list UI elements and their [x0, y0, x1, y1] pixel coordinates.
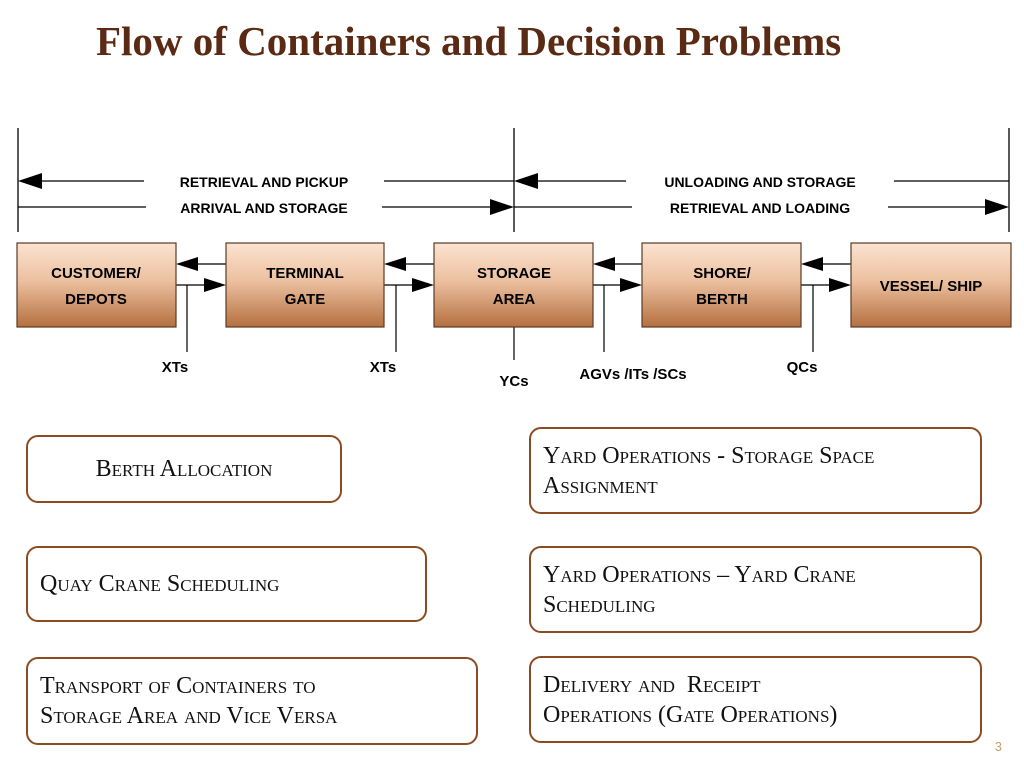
- slide-title: Flow of Containers and Decision Problems: [96, 18, 842, 64]
- node-gate-line1: TERMINAL: [266, 265, 344, 282]
- problem-yard-space-line1: Yard Operations - Storage Space: [543, 442, 875, 469]
- page-number: 3: [994, 739, 1002, 754]
- problem-yard-space-line2: Assignment: [543, 472, 658, 499]
- span-label-unloading-storage: UNLOADING AND STORAGE: [664, 174, 855, 190]
- equipment-label-agvs: AGVs /ITs /SCs: [579, 366, 686, 383]
- problem-yard-storage-space: Yard Operations - Storage Space Assignme…: [529, 427, 982, 514]
- span-label-retrieval-loading: RETRIEVAL AND LOADING: [670, 200, 850, 216]
- problem-yard-crane-line1: Yard Operations – Yard Crane: [543, 561, 856, 588]
- problem-berth-allocation: Berth Allocation: [26, 435, 342, 503]
- span-boundaries: [17, 128, 1010, 232]
- node-shore-line2: BERTH: [696, 291, 748, 308]
- arrow-retrieval-loading-head: [985, 199, 1009, 215]
- equipment-label-qcs: QCs: [787, 359, 818, 376]
- arrow-retrieval-pickup-head: [18, 173, 42, 189]
- equipment-label-xts-storage: XTs: [370, 359, 396, 376]
- problem-delivery-line1: Delivery and Receipt: [543, 671, 761, 698]
- equipment-label-ycs: YCs: [499, 373, 528, 390]
- node-shore-berth: SHORE/ BERTH: [641, 242, 802, 328]
- problem-delivery-line2: Operations (Gate Operations): [543, 701, 838, 728]
- node-gate-line2: GATE: [285, 291, 326, 308]
- node-terminal-gate: TERMINAL GATE: [225, 242, 385, 328]
- node-vessel-ship: VESSEL/ SHIP: [850, 242, 1012, 328]
- node-customer-line1: CUSTOMER/: [51, 265, 142, 282]
- problem-quay-crane-scheduling: Quay Crane Scheduling: [26, 546, 427, 622]
- node-customer-line2: DEPOTS: [65, 291, 127, 308]
- problem-delivery-receipt: Delivery and Receipt Operations (Gate Op…: [529, 656, 982, 743]
- span-label-arrival-storage: ARRIVAL AND STORAGE: [180, 200, 348, 216]
- container-flow-diagram: RETRIEVAL AND PICKUP ARRIVAL AND STORAGE…: [16, 128, 1012, 390]
- problem-transport-line1: Transport of Containers to: [40, 673, 316, 699]
- problem-yard-crane-scheduling: Yard Operations – Yard Crane Scheduling: [529, 546, 982, 633]
- node-storage-line2: AREA: [493, 291, 536, 308]
- problem-transport-line2: Storage Area and Vice Versa: [40, 703, 338, 729]
- equipment-label-xts-gate: XTs: [162, 359, 188, 376]
- node-vessel-line1: VESSEL/ SHIP: [880, 278, 983, 295]
- node-customer-depots: CUSTOMER/ DEPOTS: [16, 242, 177, 328]
- equipment-ticks: [186, 285, 814, 360]
- arrow-unloading-storage-head: [514, 173, 538, 189]
- problem-yard-crane-line2: Scheduling: [543, 591, 656, 618]
- node-storage-area: STORAGE AREA: [433, 242, 594, 328]
- arrow-arrival-storage-head: [490, 199, 514, 215]
- problem-transport-containers: Transport of Containers to Storage Area …: [26, 657, 478, 745]
- span-label-retrieval-pickup: RETRIEVAL AND PICKUP: [180, 174, 349, 190]
- node-shore-line1: SHORE/: [693, 265, 751, 282]
- node-storage-line1: STORAGE: [477, 265, 551, 282]
- node-connectors: [176, 257, 851, 292]
- problem-berth-allocation-text: Berth Allocation: [95, 455, 273, 482]
- problem-quay-crane-text: Quay Crane Scheduling: [40, 570, 280, 597]
